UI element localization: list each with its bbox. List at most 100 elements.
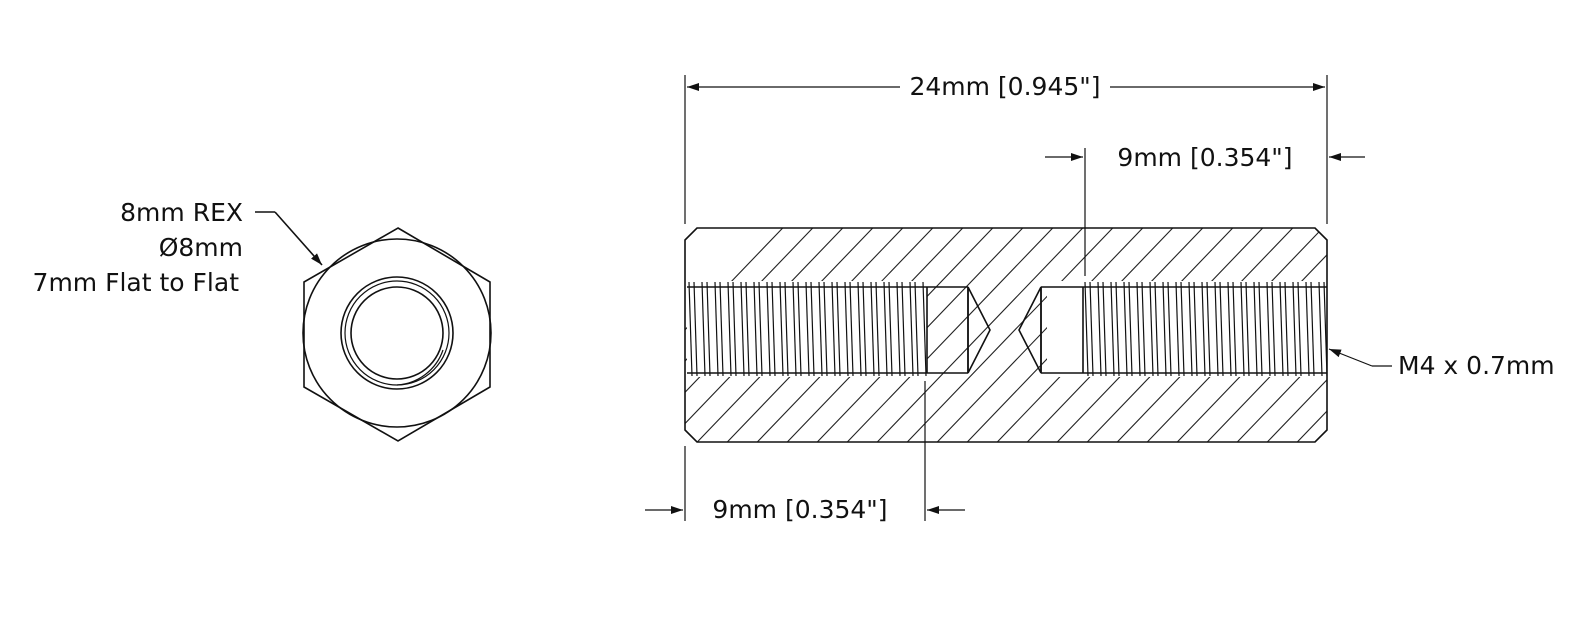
thread-line [1149,281,1154,377]
thread-line [909,281,914,377]
left-drill-point [967,286,991,374]
thread-line [818,281,823,377]
thread-line [1084,281,1089,377]
thread-line [896,281,901,377]
callout-size-label: 8mm REX [120,198,243,227]
thread-line [844,281,849,377]
thread-line [836,281,841,377]
thread-line [1128,281,1133,377]
thread-line [1284,281,1289,377]
thread-line [1097,281,1102,377]
hatch-line [859,228,1101,442]
thread-line [766,281,771,377]
callout-diameter-label: Ø8mm [159,233,243,262]
hatch-line [1550,210,1584,460]
thread-line [862,281,867,377]
thread-line [914,281,919,377]
thread-line [784,281,789,377]
thread-line [875,281,880,377]
thread-line [888,281,893,377]
outer-diameter-circle [302,238,492,428]
hex-outline [303,227,491,442]
thread-line [922,281,927,377]
thread-line [870,281,875,377]
thread-line [1154,281,1159,377]
thread-line [901,281,906,377]
bore-mid-circle [344,280,450,386]
thread-line [1123,281,1128,377]
hatch-line [685,228,801,442]
hatch-line [1279,228,1327,442]
thread-line [719,281,724,377]
callout-arrow [274,211,323,266]
thread-line [1310,281,1315,377]
thread-line [1266,281,1271,377]
thread-line [1206,281,1211,377]
side-view: 24mm [0.945"] 9mm [0.354"] 9mm [0.354"] … [645,72,1584,524]
left-thread-lines [688,281,931,377]
hatch-line [1370,210,1584,460]
thread-line [1245,281,1250,377]
thread-line [779,281,784,377]
thread-line [693,281,698,377]
thread-line [1258,281,1263,377]
thread-line [849,281,854,377]
body-outline [684,227,1328,443]
thread-line [1115,281,1120,377]
thread-line [758,281,763,377]
end-view: 8mm REX Ø8mm 7mm Flat to Flat [33,198,492,442]
thread-line [823,281,828,377]
hatch-line [1400,210,1584,460]
thread-line [1214,281,1219,377]
thread-line [1232,281,1237,377]
bore-outer-circle [340,276,454,390]
thread-line [745,281,750,377]
thread-line [928,282,931,376]
left-thread-depth-label: 9mm [0.354"] [712,495,887,524]
thread-line [714,281,719,377]
thread-line [1297,281,1302,377]
thread-line [706,281,711,377]
thread-line [1219,281,1224,377]
thread-line [805,281,810,377]
thread-line [1227,281,1232,377]
thread-line [727,281,732,377]
thread-line [1102,281,1107,377]
hatch-line [1460,210,1584,460]
thread-line [1271,281,1276,377]
hatch-line [1249,228,1327,442]
overall-length-label: 24mm [0.945"] [909,72,1100,101]
thread-callout-arrow [1328,348,1373,367]
hatch-line [829,228,1071,442]
thread-line [1175,281,1180,377]
thread-line [1201,281,1206,377]
thread-line [1318,281,1323,377]
thread-line [1141,281,1146,377]
thread-line [857,281,862,377]
thread-line [1136,281,1141,377]
hatch-line [1490,210,1584,460]
thread-spec-label: M4 x 0.7mm [1398,351,1555,380]
thread-line [1089,281,1094,377]
thread-line [1240,281,1245,377]
hatch-line [1340,210,1580,460]
right-thread-depth-label: 9mm [0.354"] [1117,143,1292,172]
hatch-line [1430,210,1584,460]
thread-line [753,281,758,377]
thread-line [1193,281,1198,377]
thread-line [1305,281,1310,377]
thread-start-arc [396,349,444,386]
thread-line [1110,281,1115,377]
thread-line [810,281,815,377]
hatch-line [919,228,1161,442]
thread-line [771,281,776,377]
hatch-line [1520,210,1584,460]
thread-line [732,281,737,377]
right-drill-point [1018,286,1042,374]
thread-line [740,281,745,377]
thread-line [688,281,693,377]
hatch-line [1309,228,1327,442]
thread-line [1253,281,1258,377]
